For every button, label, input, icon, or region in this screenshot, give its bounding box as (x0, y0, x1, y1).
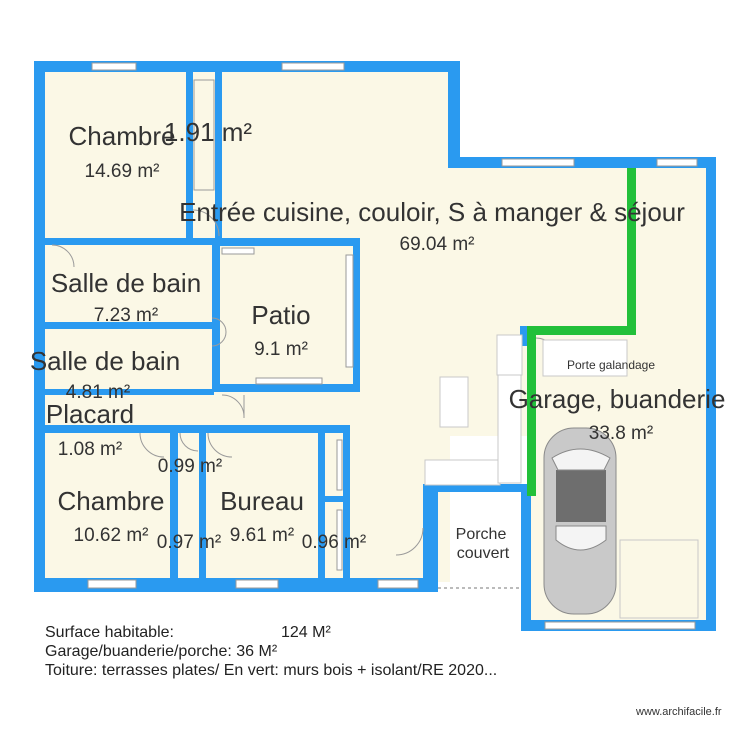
wood-walls (527, 168, 636, 496)
kitchen-island (439, 376, 469, 428)
window (87, 579, 137, 589)
room-name: Bureau (220, 486, 304, 516)
wall-sdb2-bottom (44, 389, 214, 395)
room-area: 69.04 m² (400, 234, 475, 255)
room-area: 7.23 m² (94, 305, 158, 326)
wall-cupboard-right (343, 425, 350, 585)
room-area: 14.69 m² (85, 161, 160, 182)
wall-garage-stub (520, 326, 529, 346)
door-swing (179, 432, 199, 452)
room-name: Garage, buanderie (509, 384, 726, 414)
wc-outline (193, 79, 215, 191)
fixtures (424, 334, 699, 619)
room-area: 4.81 m² (66, 382, 130, 403)
wall-garage-left (521, 490, 531, 631)
door-swing (221, 394, 245, 419)
watermark: www.archifacile.fr (636, 706, 722, 718)
summary-garage: Garage/buanderie/porche: 36 M² (45, 643, 278, 660)
car-rear-window (555, 525, 607, 551)
doors (51, 209, 557, 556)
room-area: 0.97 m² (157, 532, 221, 553)
room-name: Placard (46, 399, 134, 429)
patio-window (221, 247, 255, 255)
wall-dressing-left (170, 425, 178, 585)
door-swing (395, 527, 424, 556)
car-windshield (551, 448, 611, 471)
wall-patio-left (212, 238, 220, 388)
window (544, 621, 696, 630)
room-area: 1.08 m² (58, 439, 122, 460)
room-name: Salle de bain (30, 346, 180, 376)
room-area: 0.96 m² (302, 532, 366, 553)
kitchen-counter (496, 334, 523, 376)
room-name: Salle de bain (51, 268, 201, 298)
room-area: 33.8 m² (589, 423, 653, 444)
patio-window (345, 254, 354, 368)
cupboard-window (336, 439, 343, 491)
wood-wall-vertical-left (527, 326, 536, 496)
wall-right (706, 157, 716, 631)
kitchen-counter (424, 459, 501, 486)
room-name: Chambre (69, 121, 176, 151)
wall-sdb1-bottom (44, 322, 214, 329)
interior-walls (44, 72, 529, 585)
wall-chambre1-bottom (44, 238, 220, 245)
wall-dressing-right (199, 425, 206, 585)
wood-wall-vertical-top (627, 168, 636, 333)
room-name: Chambre (58, 486, 165, 516)
wall-patio-right (353, 238, 360, 390)
garage-area (619, 539, 699, 619)
wall-bureau-right (318, 425, 325, 585)
wall-wc-right (215, 72, 222, 242)
wall-step-vertical (448, 61, 460, 168)
window (501, 158, 575, 167)
wall-patio-top (212, 238, 360, 246)
window (235, 579, 279, 589)
windows (87, 62, 698, 630)
room-name: Entrée cuisine, couloir, S à manger & sé… (179, 197, 685, 227)
room-area: 9.1 m² (254, 339, 308, 360)
wall-patio-bottom (212, 384, 360, 392)
car-icon (543, 427, 617, 615)
patio-window (255, 377, 323, 385)
room-name: Patio (251, 300, 310, 330)
wall-cupboard-mid (325, 496, 347, 502)
summary-toiture: Toiture: terrasses plates/ En vert: murs… (45, 662, 498, 679)
cupboard-window (336, 509, 343, 571)
room-labels: Chambre 14.69 m² 1.91 m² Entrée cuisine,… (30, 117, 726, 562)
window (91, 62, 137, 71)
door-swing (51, 244, 75, 268)
wall-porch-top (423, 484, 531, 492)
room-area: 9.61 m² (230, 525, 294, 546)
door-swing (192, 209, 220, 237)
summary-habitable-value: 124 M² (281, 624, 331, 641)
door-swing (139, 432, 165, 458)
window (377, 579, 419, 589)
floors (44, 72, 706, 628)
sliding-door-zone (542, 339, 628, 377)
room-area: 1.91 m² (164, 117, 252, 147)
door-swing (207, 432, 233, 458)
summary-habitable-label: Surface habitable: (45, 624, 174, 641)
wall-chambre1-right (186, 72, 193, 242)
porche-label: Porche (456, 526, 507, 543)
wall-top-main (34, 61, 460, 72)
summary-habitable: Surface habitable: 124 M² (45, 624, 331, 642)
room-area: 10.62 m² (74, 525, 149, 546)
room-area: 0.99 m² (158, 456, 222, 477)
wall-porch-left (423, 484, 438, 592)
car-roof (556, 470, 606, 522)
door-swing (211, 317, 227, 347)
porche-label: couvert (457, 545, 510, 562)
wall-top-east (448, 157, 715, 168)
window (656, 158, 698, 167)
porte-galandage-label: Porte galandage (567, 358, 655, 372)
wall-left (34, 61, 45, 592)
wall-placard-bottom (44, 425, 350, 433)
window (281, 62, 345, 71)
wood-wall-horizontal (527, 326, 636, 335)
